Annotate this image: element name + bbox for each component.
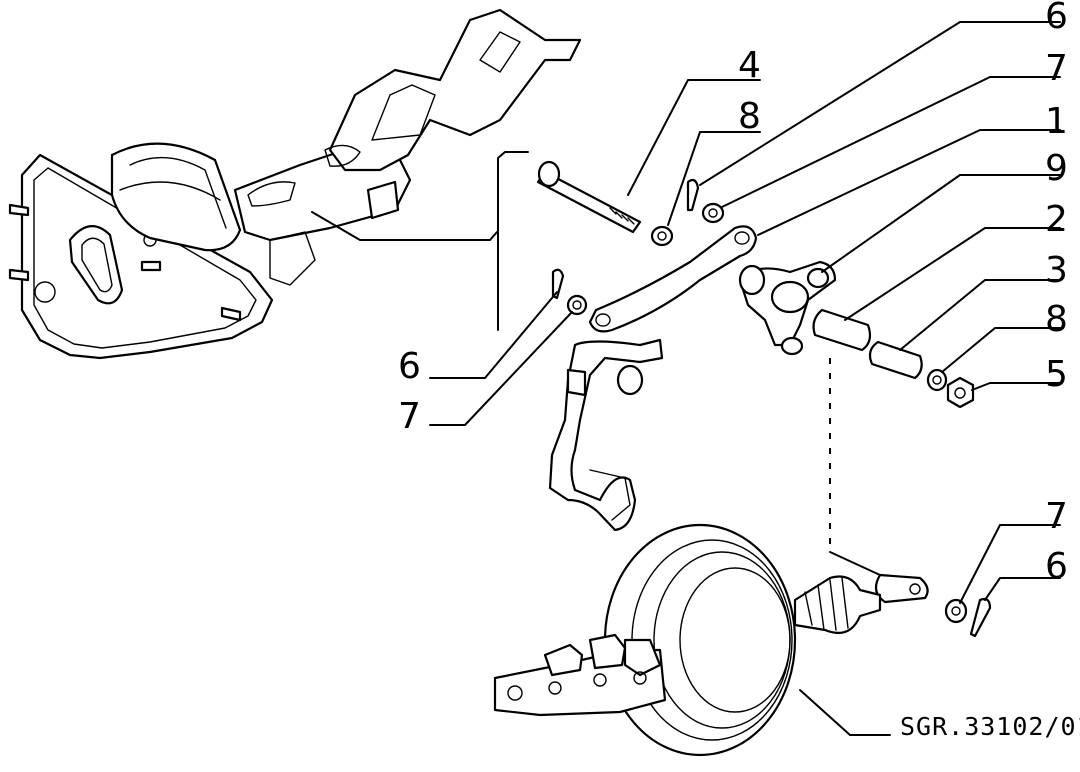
- callout-6-lower: 6: [1045, 546, 1068, 587]
- callout-7-lower: 7: [1045, 496, 1068, 537]
- leader-1: [757, 129, 1061, 236]
- leader-3: [899, 279, 1061, 351]
- push-rod-clevis: [874, 573, 929, 604]
- washer-7-left: [566, 294, 588, 316]
- leader-ref: [799, 689, 891, 736]
- washer-7-lower: [944, 598, 968, 624]
- callout-8-right: 8: [1045, 299, 1068, 340]
- leader-8-right: [941, 327, 1061, 373]
- firewall-bracket: [8, 8, 582, 360]
- cotter-pin-6-lower: [969, 597, 992, 638]
- leader-9: [821, 174, 1061, 273]
- cotter-pin-6-top: [686, 178, 700, 212]
- leader-8-upper: [667, 131, 761, 226]
- callout-6-top: 6: [1045, 0, 1068, 37]
- pivot-pin-4: [536, 160, 642, 234]
- leader-5: [971, 382, 1061, 391]
- leader-4: [627, 79, 761, 196]
- callout-1: 1: [1045, 101, 1068, 142]
- leader-7-lower: [959, 524, 1061, 604]
- washer-8-right: [926, 368, 948, 392]
- reference-code: SGR.33102/01: [900, 712, 1080, 741]
- leader-7-top: [721, 76, 1061, 208]
- bushing-3: [868, 340, 923, 380]
- pivot-bracket: [738, 260, 837, 356]
- callout-7-top: 7: [1045, 48, 1068, 89]
- link-arm: [588, 225, 758, 333]
- callout-6-left: 6: [398, 346, 421, 387]
- leader-6-lower: [984, 577, 1061, 601]
- washer-8-upper: [650, 225, 674, 247]
- nut-5: [946, 376, 975, 409]
- callout-2: 2: [1045, 199, 1068, 240]
- callout-4: 4: [738, 45, 761, 86]
- leader-7-left: [429, 311, 573, 426]
- bushing-2: [812, 308, 872, 352]
- leader-6-top: [699, 21, 1061, 186]
- leader-6-left: [429, 291, 558, 379]
- washer-7-top: [701, 202, 725, 224]
- master-cylinder: [493, 633, 667, 717]
- brake-pedal: [548, 338, 664, 532]
- callout-7-left: 7: [398, 396, 421, 437]
- callout-9: 9: [1045, 148, 1068, 189]
- leader-2: [844, 227, 1061, 321]
- callout-3: 3: [1045, 250, 1068, 291]
- callout-5: 5: [1045, 354, 1068, 395]
- callout-8-upper: 8: [738, 96, 761, 137]
- cotter-pin-6-left: [551, 268, 565, 300]
